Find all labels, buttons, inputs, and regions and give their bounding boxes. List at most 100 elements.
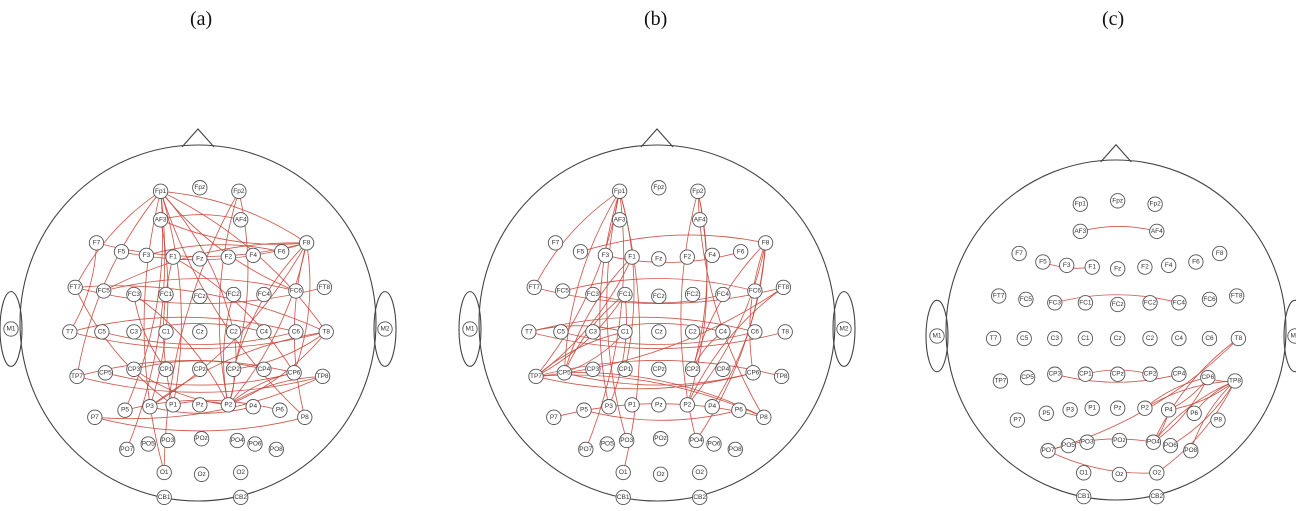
electrode-Fz bbox=[651, 251, 667, 267]
electrode-label-F5: F5 bbox=[577, 248, 585, 255]
connection-C1-T7 bbox=[528, 325, 626, 333]
connection-P5-P6 bbox=[583, 409, 740, 421]
electrode-T7 bbox=[985, 330, 1002, 347]
electrode-F5 bbox=[113, 244, 130, 260]
electrode-F3 bbox=[138, 247, 155, 264]
electrode-label-CP2: CP2 bbox=[686, 366, 699, 373]
electrode-label-FT7: FT7 bbox=[69, 284, 81, 291]
electrode-C3 bbox=[585, 324, 601, 340]
electrode-C6 bbox=[1201, 330, 1218, 347]
left-ear bbox=[458, 291, 482, 367]
electrode-Pz bbox=[651, 397, 667, 413]
electrode-CP2 bbox=[1142, 366, 1158, 382]
electrode-label-TP7: TP7 bbox=[994, 378, 1006, 385]
electrode-FC4 bbox=[1171, 295, 1187, 311]
electrode-label-POz: POz bbox=[195, 435, 208, 442]
electrode-label-CP6: CP6 bbox=[1201, 374, 1214, 381]
electrode-label-P6: P6 bbox=[276, 407, 284, 414]
electrode-Fp2 bbox=[690, 183, 706, 199]
electrode-label-F5: F5 bbox=[1039, 259, 1047, 266]
panel-label-c: (c) bbox=[1102, 8, 1125, 30]
connection-CP3-P2 bbox=[133, 368, 229, 406]
connection-F7-T7 bbox=[69, 242, 97, 333]
electrode-label-PO8: PO8 bbox=[1184, 447, 1197, 454]
electrode-label-CP4: CP4 bbox=[717, 366, 730, 373]
electrode-label-M2: M2 bbox=[839, 326, 848, 333]
electrode-label-CP1: CP1 bbox=[160, 366, 173, 373]
electrode-label-M1: M1 bbox=[465, 326, 474, 333]
connection-F3-F6 bbox=[146, 244, 282, 256]
connection-TP8-P2 bbox=[228, 375, 323, 406]
electrode-label-PO7: PO7 bbox=[579, 446, 592, 453]
electrode-P5 bbox=[1038, 405, 1054, 421]
electrode-label-CP2: CP2 bbox=[227, 366, 240, 373]
electrode-FC2 bbox=[225, 286, 242, 303]
electrode-CPz bbox=[651, 361, 667, 377]
electrode-C2 bbox=[1142, 330, 1158, 347]
connection-AF3-AF4 bbox=[160, 214, 241, 221]
electrode-label-P3: P3 bbox=[1066, 406, 1074, 413]
electrode-label-C2: C2 bbox=[1146, 335, 1155, 342]
electrode-CB1 bbox=[615, 489, 631, 506]
connection-CP6-PO4 bbox=[1153, 377, 1209, 443]
electrode-label-Pz: Pz bbox=[1114, 405, 1122, 412]
electrode-label-PO7: PO7 bbox=[1041, 447, 1054, 454]
electrode-AF3 bbox=[1072, 223, 1088, 240]
electrode-label-P3: P3 bbox=[605, 403, 613, 410]
connection-P7-P8 bbox=[94, 416, 305, 432]
electrode-FCz bbox=[192, 288, 208, 304]
electrode-FC4 bbox=[256, 286, 272, 303]
electrode-Fp2 bbox=[1147, 196, 1163, 212]
electrode-label-C3: C3 bbox=[130, 328, 139, 335]
electrode-label-AF4: AF4 bbox=[235, 216, 247, 223]
electrode-label-Oz: Oz bbox=[1115, 471, 1123, 478]
electrode-C3 bbox=[1047, 330, 1063, 347]
electrode-label-FT8: FT8 bbox=[778, 284, 790, 291]
connection-FC3-P2 bbox=[133, 294, 229, 406]
electrode-label-PO6: PO6 bbox=[1164, 442, 1177, 449]
connection-TP8-P7 bbox=[94, 376, 323, 420]
electrode-label-P2: P2 bbox=[224, 401, 232, 408]
electrode-label-O1: O1 bbox=[1079, 469, 1088, 476]
electrode-label-FC4: FC4 bbox=[717, 291, 730, 298]
electrode-label-CB1: CB1 bbox=[617, 494, 630, 501]
electrode-label-P5: P5 bbox=[1042, 410, 1050, 417]
connection-TP8-PO6 bbox=[1170, 380, 1236, 446]
electrode-label-P6: P6 bbox=[735, 407, 743, 414]
electrode-FCz bbox=[1110, 296, 1126, 313]
electrode-FT8 bbox=[316, 279, 333, 296]
connection-C5-C6 bbox=[101, 331, 297, 345]
electrode-M1 bbox=[3, 321, 19, 337]
electrode-label-O2: O2 bbox=[695, 469, 704, 476]
electrode-label-Cz: Cz bbox=[1114, 335, 1122, 342]
electrode-label-C1: C1 bbox=[621, 328, 630, 335]
right-ear bbox=[373, 291, 397, 367]
electrode-label-Fp2: Fp2 bbox=[233, 188, 245, 195]
electrode-label-F2: F2 bbox=[684, 254, 692, 261]
electrode-label-Fp1: Fp1 bbox=[1075, 201, 1087, 208]
electrode-Fp2 bbox=[231, 183, 247, 199]
electrode-label-FT7: FT7 bbox=[528, 284, 540, 291]
electrode-label-Fp2: Fp2 bbox=[692, 188, 704, 195]
electrode-P7 bbox=[87, 409, 103, 425]
electrode-label-PO6: PO6 bbox=[707, 441, 720, 448]
electrode-label-Oz: Oz bbox=[197, 471, 205, 478]
connection-F8-P2 bbox=[686, 242, 767, 406]
electrode-label-FC2: FC2 bbox=[227, 291, 240, 298]
electrode-label-FC2: FC2 bbox=[686, 291, 699, 298]
connection-Fp1-CP5 bbox=[563, 191, 620, 373]
nose-outline bbox=[181, 128, 215, 148]
electrode-PO8 bbox=[1183, 443, 1199, 459]
electrode-label-P6: P6 bbox=[1190, 410, 1198, 417]
electrode-C5 bbox=[94, 324, 110, 340]
electrode-label-F1: F1 bbox=[628, 254, 636, 261]
electrode-PO6 bbox=[247, 436, 263, 452]
electrode-label-FT8: FT8 bbox=[319, 284, 331, 291]
electrode-label-TP8: TP8 bbox=[317, 373, 329, 380]
electrode-label-T8: T8 bbox=[322, 328, 330, 335]
electrode-label-TP8: TP8 bbox=[776, 373, 788, 380]
electrode-label-PO4: PO4 bbox=[690, 437, 703, 444]
electrode-F8 bbox=[1212, 245, 1228, 262]
electrode-label-P4: P4 bbox=[1165, 406, 1173, 413]
